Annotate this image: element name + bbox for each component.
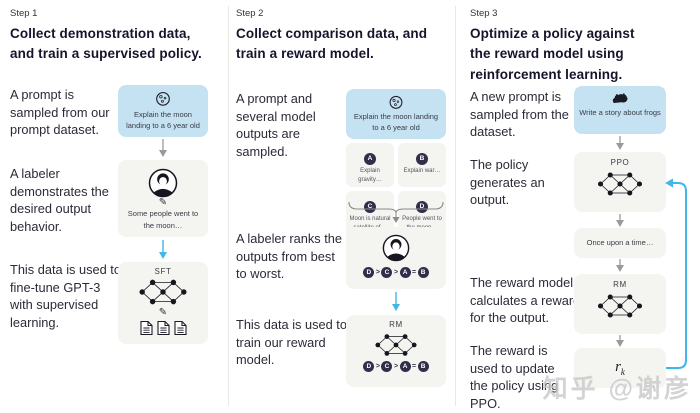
rank-separator: =	[412, 269, 417, 276]
step1-label: Step 1	[10, 8, 38, 19]
rank-separator: >	[375, 363, 380, 370]
pencil-icon: ✎	[158, 197, 168, 208]
watermark: 知乎 @谢彦	[542, 375, 692, 403]
arrow-down-blue-icon	[159, 240, 167, 259]
arrow-down-icon	[159, 139, 167, 157]
model-output-b: B Explain war…	[398, 143, 446, 188]
step3-reward-value-box: rk	[574, 348, 666, 388]
step3-prompt-box: Write a story about frogs	[574, 86, 666, 134]
rank-separator: =	[412, 363, 417, 370]
step1-prompt-box: Explain the moon landing to a 6 year old	[118, 85, 208, 137]
step2-rm-box: RM D > C > A = B	[346, 315, 446, 387]
step3-rm-box: RM	[574, 274, 666, 334]
moon-icon	[156, 91, 170, 106]
rank-separator: >	[375, 269, 380, 276]
step2-prompt-box: Explain the moon landing to a 6 year old	[346, 89, 446, 139]
output-a-badge: A	[364, 152, 376, 165]
rank-pill: D	[363, 361, 375, 372]
rm-label: RM	[613, 280, 627, 289]
step3-caption-policy: The policy generates an output.	[470, 157, 545, 208]
step1-sft-box: SFT ✎	[118, 262, 208, 344]
step3-ppo-box: PPO	[574, 152, 666, 212]
step2-label: Step 2	[236, 8, 264, 19]
rank-pill: A	[399, 267, 411, 278]
step1-demonstration-text: Some people went to the moon…	[127, 209, 199, 230]
output-b-badge: B	[416, 152, 428, 165]
neural-network-icon	[597, 172, 643, 196]
arrow-down-icon	[616, 259, 624, 272]
neural-network-icon	[139, 279, 187, 305]
sft-label: SFT	[154, 267, 172, 276]
documents-row	[139, 320, 188, 336]
step2-caption-labeler: A labeler ranks the outputs from best to…	[236, 231, 342, 282]
model-output-a: A Explain gravity…	[346, 143, 394, 188]
step3-caption-prompt: A new prompt is sampled from the dataset…	[470, 89, 569, 140]
step1-caption-prompt: A prompt is sampled from our prompt data…	[10, 87, 110, 138]
step1-prompt-text: Explain the moon landing to a 6 year old	[126, 109, 200, 131]
output-d-badge: D	[416, 200, 428, 213]
step1-caption-labeler: A labeler demonstrates the desired outpu…	[10, 166, 109, 234]
step3-label: Step 3	[470, 8, 498, 19]
step3-output-box: Once upon a time…	[574, 228, 666, 258]
step1-caption-train: This data is used to fine-tune GPT-3 wit…	[10, 262, 121, 330]
step2-caption-train: This data is used to train our reward mo…	[236, 317, 347, 368]
step2-title: Collect comparison data, and train a rew…	[236, 26, 428, 62]
column-divider	[228, 6, 229, 406]
rank-pill: B	[417, 361, 429, 372]
rank-separator: >	[393, 269, 399, 276]
rank-pill: C	[381, 361, 393, 372]
output-a-text: Explain gravity…	[358, 168, 382, 183]
pencil-icon: ✎	[158, 307, 168, 318]
step2-prompt-text: Explain the moon landing to a 6 year old	[353, 111, 439, 133]
neural-network-icon	[375, 334, 417, 356]
column-divider	[455, 6, 456, 406]
labeler-avatar-icon	[148, 168, 178, 198]
rm-label: RM	[389, 320, 403, 329]
document-icon	[173, 320, 187, 336]
rank-pill: D	[363, 267, 375, 278]
moon-icon	[389, 95, 403, 109]
brace-arrow-icon	[348, 201, 444, 223]
arrow-down-blue-icon	[392, 292, 400, 311]
rank-pill: C	[381, 267, 393, 278]
rank-separator: >	[393, 363, 399, 370]
neural-network-icon	[597, 294, 643, 318]
output-b-text: Explain war…	[403, 168, 441, 174]
output-c-badge: C	[364, 200, 376, 213]
step3-prompt-text: Write a story about frogs	[579, 108, 661, 117]
arrow-down-icon	[616, 136, 624, 150]
rank-pill: B	[417, 267, 429, 278]
ppo-label: PPO	[610, 158, 630, 167]
step1-labeler-box: ✎ Some people went to the moon…	[118, 160, 208, 237]
rank-pill: A	[399, 361, 411, 372]
labeler-avatar-icon	[382, 234, 410, 262]
reward-value: rk	[615, 359, 625, 377]
step3-caption-update: The reward is used to update the policy …	[470, 343, 559, 411]
document-icon	[139, 320, 153, 336]
output-ranking: D > C > A = B	[363, 267, 429, 278]
document-icon	[156, 320, 170, 336]
step2-labeler-box: D > C > A = B	[346, 227, 446, 289]
step1-title: Collect demonstration data, and train a …	[10, 26, 202, 62]
reward-symbol: r	[615, 359, 621, 375]
step3-output-text: Once upon a time…	[586, 238, 654, 248]
reward-subscript: k	[620, 367, 625, 377]
step2-caption-prompt: A prompt and several model outputs are s…	[236, 91, 316, 159]
arrow-down-icon	[616, 335, 624, 347]
step3-caption-reward: The reward model calculates a reward for…	[470, 275, 581, 326]
arrow-down-icon	[616, 214, 624, 227]
step3-title: Optimize a policy against the reward mod…	[470, 26, 635, 82]
output-ranking: D > C > A = B	[363, 361, 429, 372]
feedback-loop-arrow-icon	[665, 178, 687, 369]
frog-icon	[612, 93, 628, 103]
